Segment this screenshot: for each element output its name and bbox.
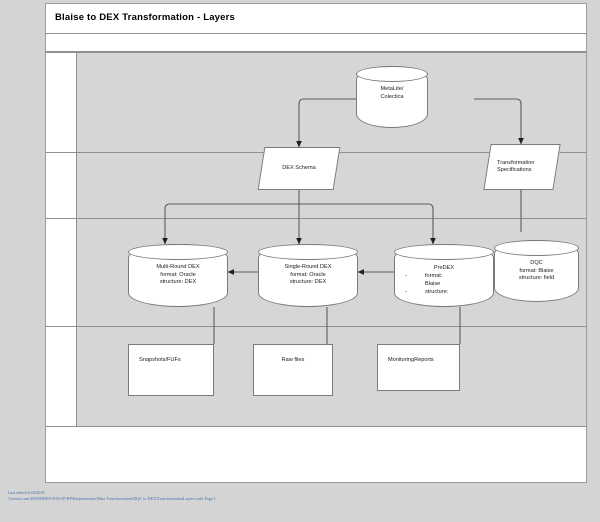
node-snapshots-fufs[interactable]: Snapshots/FUFs [128, 344, 214, 396]
node-label-dqc: DQC format: Blaise structure: field [518, 260, 555, 282]
node-metalite-colectica[interactable]: MetaLite/ Colectica [356, 66, 428, 128]
shape-layer: MetaLite/ Colectica DEX Schema Transform… [46, 4, 586, 482]
lane-header-data-stores [46, 219, 77, 326]
node-multi-round-dex[interactable]: Multi-Round DEX format: Oracle structure… [128, 244, 228, 307]
node-label-dex-schema: DEX Schema [282, 164, 316, 171]
node-label-monitoring-reports: MonitoringReports [388, 357, 434, 363]
node-monitoring-reports[interactable]: MonitoringReports [377, 344, 460, 391]
node-predex[interactable]: PreDEX - format: Blaise - structure: [394, 244, 494, 307]
connector-metalite-to-specs [474, 98, 524, 145]
lane-header-specifications [46, 153, 77, 218]
footer: Last edited 4/24/2018 \\westat.com\DFS\M… [8, 490, 216, 503]
title-band: Blaise to DEX Transformation - Layers [46, 4, 586, 34]
predex-bullet-marker-1: - [405, 273, 407, 279]
page-title: Blaise to DEX Transformation - Layers [55, 12, 236, 23]
lane-source [46, 52, 586, 152]
node-dex-schema[interactable]: DEX Schema [257, 147, 341, 190]
connector-to-multi-round [162, 203, 171, 245]
footer-file-path: \\westat.com\DFS\MDPS\TOI-UP\RP\Requirem… [8, 496, 216, 502]
diagram-page: Blaise to DEX Transformation - Layers [45, 3, 587, 483]
node-label-multi-round-dex: Multi-Round DEX format: Oracle structure… [156, 264, 200, 286]
node-label-raw-files: Raw files [281, 357, 305, 363]
lane-header-outputs [46, 327, 77, 426]
node-label-snapshots-fufs: Snapshots/FUFs [139, 357, 181, 363]
node-label-single-round-dex: Single-Round DEX format: Oracle structur… [284, 264, 332, 286]
connector-to-predex [427, 203, 436, 245]
subtitle-band [46, 34, 586, 52]
node-label-transformation-specifications: Transformation Specifications [497, 159, 535, 173]
lane-body-source [77, 53, 586, 152]
node-label-predex: PreDEX - format: Blaise - structure: [405, 265, 455, 295]
node-transformation-specifications[interactable]: Transformation Specifications [483, 144, 561, 190]
lane-header-source [46, 53, 77, 152]
predex-bullet-marker-2: - [405, 289, 407, 295]
node-label-metalite-colectica: MetaLite/ Colectica [380, 86, 404, 100]
connector-metalite-to-dex-schema [296, 98, 401, 148]
node-single-round-dex[interactable]: Single-Round DEX format: Oracle structur… [258, 244, 358, 307]
footer-last-edited: Last edited 4/24/2018 [8, 490, 45, 495]
node-dqc[interactable]: DQC format: Blaise structure: field [494, 240, 579, 302]
node-raw-files[interactable]: Raw files [253, 344, 333, 396]
